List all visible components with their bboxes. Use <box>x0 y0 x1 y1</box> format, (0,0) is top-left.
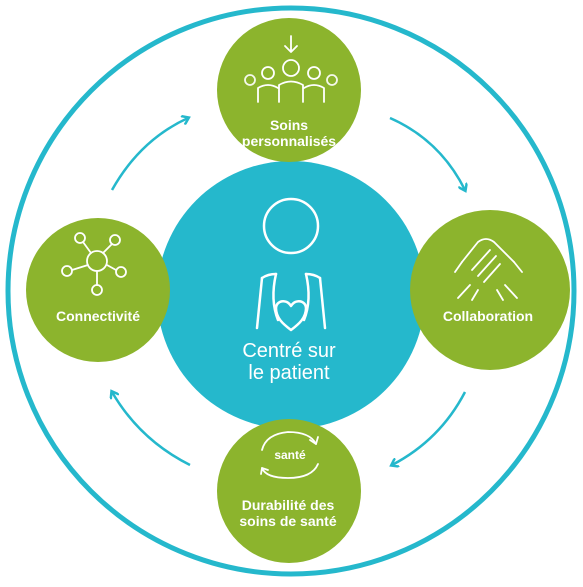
node-bottom-label: Durabilité des soins de santé <box>239 497 337 530</box>
node-top-label: Soins personnalisés <box>241 117 337 150</box>
sante-icon-label: santé <box>274 448 306 462</box>
arrow-top-left <box>110 118 188 191</box>
node-bottom-circle <box>217 419 361 563</box>
node-right-circle <box>410 210 570 370</box>
node-left-circle <box>26 218 170 362</box>
arrow-bottom-left <box>112 392 191 467</box>
arrow-bottom-right <box>392 391 467 465</box>
node-right-label: Collaboration <box>442 308 534 324</box>
patient-heart-icon <box>255 197 327 332</box>
outer-ring <box>5 5 577 577</box>
people-group-icon <box>244 35 338 103</box>
network-icon <box>61 232 127 296</box>
center-circle <box>157 161 425 429</box>
center-label: Centré sur le patient <box>242 340 336 384</box>
handshake-icon <box>454 238 523 301</box>
node-top-circle <box>217 18 361 162</box>
arrow-top-right <box>389 116 465 190</box>
node-left-label: Connectivité <box>55 308 140 324</box>
cycle-arrows-icon <box>260 431 319 479</box>
